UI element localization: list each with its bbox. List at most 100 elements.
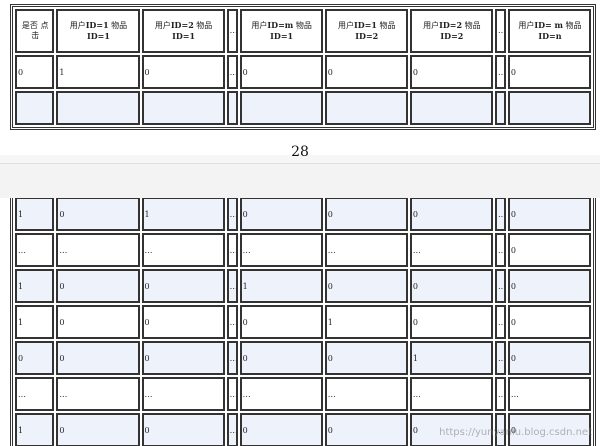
table-cell [494,91,506,125]
table-cell: … [239,233,323,267]
header-item-4: 用户ID=1 物品 ID=2 [324,9,408,53]
table-cell: … [324,233,408,267]
table-cell: … [494,269,506,303]
table-cell: 0 [324,55,408,89]
header-click: 是否 点击 [15,9,55,53]
document-page-top: 是否 点击 用户ID=1 物品 ID=1 用户ID=2 物品 ID=1 … 用户… [0,0,600,155]
table-cell: 0 [239,198,323,231]
table-cell: 0 [15,55,55,89]
table-cell: 0 [239,55,323,89]
table-cell: 0 [409,198,493,231]
table-cell: 0 [239,341,323,375]
table-cell: … [141,233,225,267]
table-cell: … [226,377,238,411]
table-cell: 0 [56,269,140,303]
page-gap [0,155,600,198]
table-cell: … [56,233,140,267]
header-item-2: 用户ID=2 物品 ID=1 [141,9,225,53]
table-cell: 0 [141,55,225,89]
table-cell: … [15,377,55,411]
table-cell: 0 [15,341,55,375]
table-cell: 0 [507,341,591,375]
table-cell: … [409,233,493,267]
table-cell: … [324,377,408,411]
table-cell: 0 [507,55,591,89]
table-cell: 1 [56,55,140,89]
table-cell: 0 [56,413,140,446]
table-cell: … [226,341,238,375]
table-cell: 1 [141,198,225,231]
page-number-label: 28 [291,144,309,160]
header-item-5: 用户ID=2 物品 ID=2 [409,9,493,53]
table-cell: … [226,198,238,231]
table-cell: … [507,377,591,411]
table-cell: … [239,377,323,411]
table-cell: 0 [324,198,408,231]
table-cell: … [494,233,506,267]
table-cell: 0 [239,413,323,446]
table-cell: 1 [15,198,55,231]
table-cell [15,91,55,125]
header-row: 是否 点击 用户ID=1 物品 ID=1 用户ID=2 物品 ID=1 … 用户… [15,9,591,53]
table-cell: 0 [56,305,140,339]
table-cell [324,91,408,125]
header-item-1: 用户ID=1 物品 ID=1 [56,9,140,53]
table-cell: … [226,413,238,446]
table-cell: … [56,377,140,411]
table-cell [56,91,140,125]
table-cell: … [141,377,225,411]
table-cell: 0 [507,269,591,303]
table-cell: … [494,55,506,89]
table-cell: … [409,377,493,411]
table-cell: 0 [409,55,493,89]
table-cell: 0 [141,413,225,446]
table-cell [226,91,238,125]
table-row: ……………………… [15,377,591,411]
header-item-n: 用户ID= m 物品 ID=n [507,9,591,53]
table-cell: 1 [15,269,55,303]
table-cell: 0 [56,341,140,375]
table-cell: … [15,233,55,267]
table-cell: 1 [15,413,55,446]
table-cell: 0 [141,305,225,339]
table-cell: 0 [507,233,591,267]
table-cell: 0 [141,341,225,375]
table-cell: … [226,55,238,89]
table-cell [141,91,225,125]
table-cell: 0 [141,269,225,303]
table-cell: … [494,377,506,411]
header-ellipsis: … [226,9,238,53]
table-cell: 1 [409,341,493,375]
table-cell: 0 [409,305,493,339]
table-cell: 0 [56,198,140,231]
table-cell [409,91,493,125]
page-divider [0,155,600,164]
table-cell: … [226,233,238,267]
table-row: ……………………0 [15,233,591,267]
table-cell: 0 [409,269,493,303]
table-cell: 0 [324,413,408,446]
table-cell: 0 [324,269,408,303]
table-cell: 1 [15,305,55,339]
table-cell [239,91,323,125]
table-cell: … [494,305,506,339]
table-cell [507,91,591,125]
table-cell: 0 [507,198,591,231]
header-item-m: 用户ID=m 物品 ID=1 [239,9,323,53]
table-row [15,91,591,125]
header-ellipsis-2: … [494,9,506,53]
table-cell: 1 [239,269,323,303]
table-cell: 1 [324,305,408,339]
watermark: https://yunyaniu.blog.csdn.net [439,427,592,438]
table-cell: 0 [324,341,408,375]
table-cell: … [494,198,506,231]
table-cell: 0 [239,305,323,339]
table-cell: 0 [507,305,591,339]
table-cell: … [226,305,238,339]
